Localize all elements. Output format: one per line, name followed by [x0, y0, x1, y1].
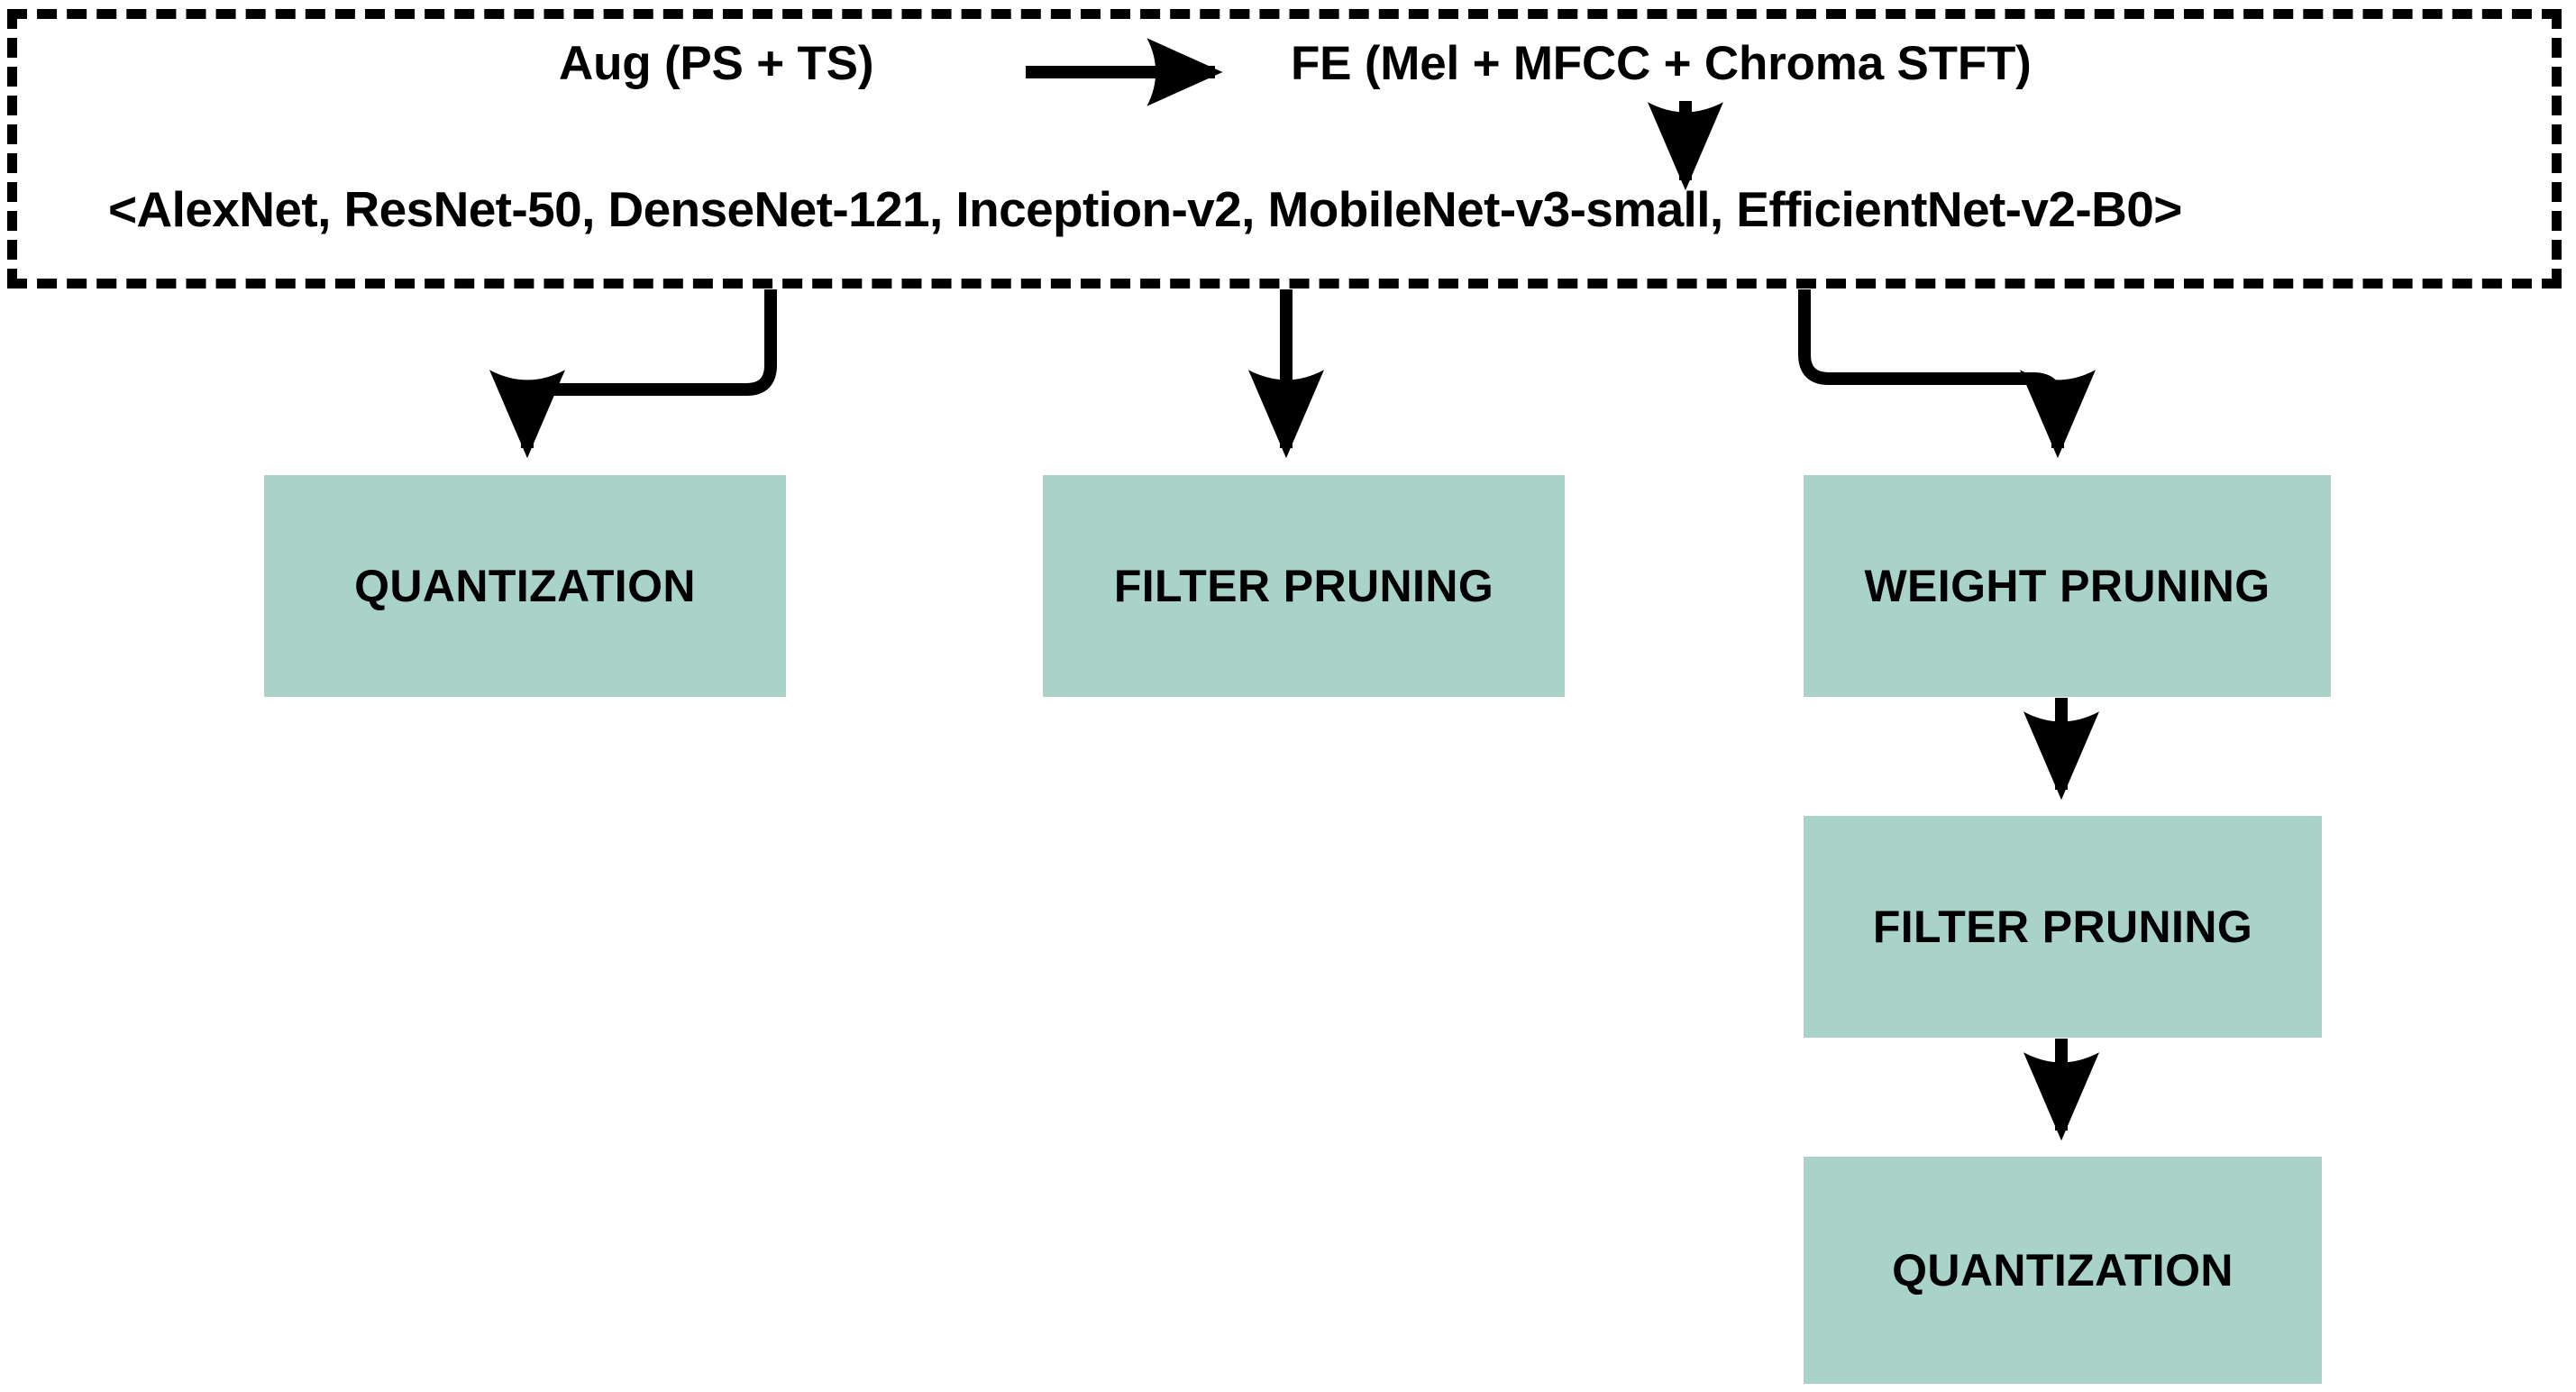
filter-pruning-box-middle[interactable]: FILTER PRUNING	[1043, 475, 1565, 697]
models-to-quantization-arrow	[489, 289, 777, 459]
quantization-box-left[interactable]: QUANTIZATION	[264, 475, 786, 697]
augmentation-stage-label: Aug (PS + TS)	[559, 37, 874, 90]
models-to-weight-pruning-arrow	[1798, 289, 2096, 459]
weight-pruning-box[interactable]: WEIGHT PRUNING	[1804, 475, 2331, 697]
pipeline-group-dashed-border	[7, 9, 2562, 288]
quantization-box-right[interactable]: QUANTIZATION	[1804, 1157, 2322, 1384]
feature-extraction-stage-label: FE (Mel + MFCC + Chroma STFT)	[1291, 37, 2032, 90]
model-list-label: <AlexNet, ResNet-50, DenseNet-121, Incep…	[108, 181, 2182, 237]
filter-pruning-box-right[interactable]: FILTER PRUNING	[1804, 816, 2322, 1038]
